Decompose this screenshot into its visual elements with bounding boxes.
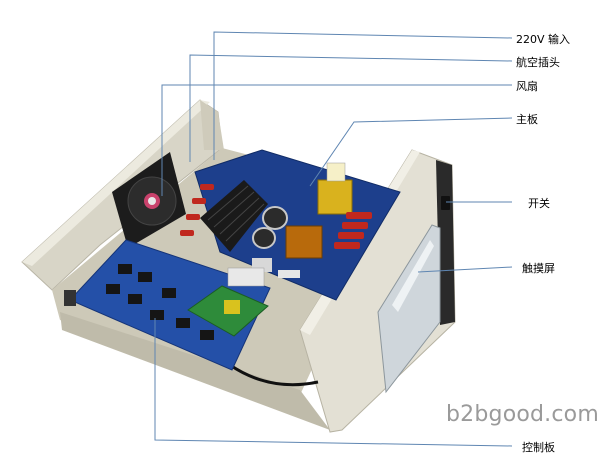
front-panel-bevel — [436, 160, 455, 325]
leader-line-power-input — [213, 31, 513, 160]
leader-line-control-board — [154, 318, 513, 447]
leader-line-fan — [161, 84, 512, 196]
capacitor-1 — [262, 206, 288, 230]
control-board-header — [227, 267, 265, 287]
label-fan: 风扇 — [516, 80, 538, 93]
label-control-board: 控制板 — [522, 441, 555, 454]
heatsink-fins — [207, 185, 265, 242]
touch-screen-glare — [392, 240, 434, 312]
heatsink — [200, 180, 268, 252]
bottom-edge — [60, 312, 330, 430]
fan-hub-label — [148, 197, 156, 205]
transformer — [317, 179, 353, 215]
enclosure — [21, 99, 456, 433]
leader-line-main-board — [309, 117, 513, 187]
leader-lines — [154, 31, 513, 447]
red-capacitors — [180, 184, 372, 249]
label-switch: 开关 — [528, 197, 550, 210]
label-touch-screen: 触摸屏 — [522, 262, 555, 275]
cable-loop — [229, 363, 319, 387]
watermark: b2bgood.com — [446, 402, 599, 427]
transformer-tag — [326, 162, 346, 182]
label-main-board: 主板 — [516, 113, 538, 126]
control-board — [64, 239, 271, 371]
control-board-chips — [106, 264, 214, 340]
label-aviation-plug: 航空插头 — [516, 56, 560, 69]
rear-panel — [200, 100, 224, 150]
capacitor-2 — [252, 227, 276, 249]
fan-unit — [112, 152, 186, 248]
board-connector-1 — [278, 270, 300, 278]
inductor — [285, 225, 323, 259]
leader-line-aviation-plug — [189, 54, 513, 162]
leader-line-touch-screen — [417, 266, 513, 273]
switch-control — [441, 196, 450, 210]
label-power-input: 220V 输入 — [516, 33, 571, 46]
main-board — [180, 149, 401, 301]
left-wall-top — [22, 100, 210, 266]
power-module-transformer — [224, 300, 240, 314]
rear-connector — [64, 290, 76, 306]
touch-screen-display — [377, 224, 441, 394]
